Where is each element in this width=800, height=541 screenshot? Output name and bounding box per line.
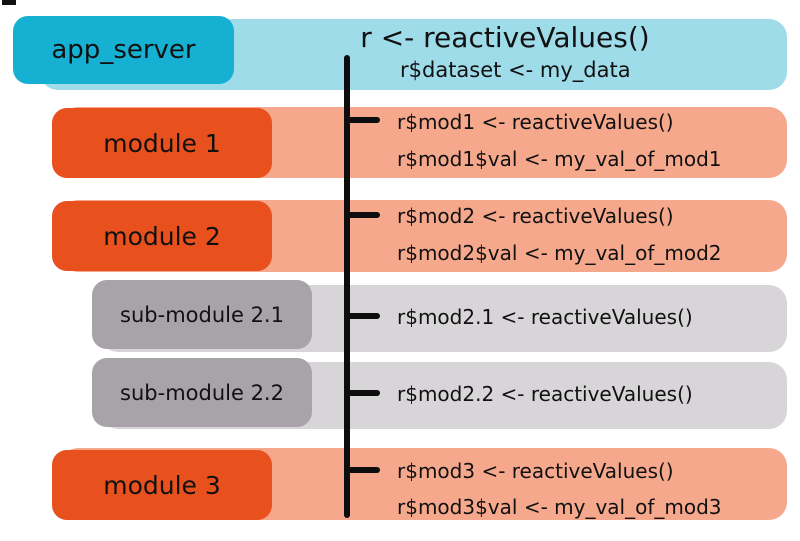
corner-mark [2, 0, 16, 5]
tick-module-1 [346, 117, 380, 123]
tick-sub-module-2-1 [346, 313, 380, 319]
module-1-code-line-2: r$mod1$val <- my_val_of_mod1 [397, 147, 722, 171]
app-code-line-1: r <- reactiveValues() [360, 21, 650, 54]
app-code-line-2: r$dataset <- my_data [400, 58, 631, 82]
module-3-code-line-1: r$mod3 <- reactiveValues() [397, 459, 674, 483]
sub-module-2-2-code-line-1: r$mod2.2 <- reactiveValues() [397, 382, 693, 406]
timeline-line [344, 55, 350, 518]
module-3-box: module 3 [52, 450, 272, 520]
sub-module-2-2-label: sub-module 2.2 [120, 380, 284, 405]
sub-module-2-1-label: sub-module 2.1 [120, 302, 284, 327]
module-2-code-line-1: r$mod2 <- reactiveValues() [397, 204, 674, 228]
sub-module-2-2-box: sub-module 2.2 [92, 358, 312, 427]
tick-module-3 [346, 467, 380, 473]
tick-sub-module-2-2 [346, 390, 380, 396]
module-3-code-line-2: r$mod3$val <- my_val_of_mod3 [397, 495, 722, 519]
app-server-box: app_server [13, 16, 234, 84]
module-3-label: module 3 [103, 470, 221, 500]
module-2-code-line-2: r$mod2$val <- my_val_of_mod2 [397, 241, 722, 265]
module-2-box: module 2 [52, 201, 272, 271]
module-1-box: module 1 [52, 108, 272, 178]
app-server-label: app_server [51, 35, 196, 65]
tick-module-2 [346, 212, 380, 218]
module-1-code-line-1: r$mod1 <- reactiveValues() [397, 110, 674, 134]
sub-module-2-1-code-line-1: r$mod2.1 <- reactiveValues() [397, 305, 693, 329]
module-1-label: module 1 [103, 128, 221, 158]
sub-module-2-1-box: sub-module 2.1 [92, 280, 312, 349]
module-2-label: module 2 [103, 221, 221, 251]
